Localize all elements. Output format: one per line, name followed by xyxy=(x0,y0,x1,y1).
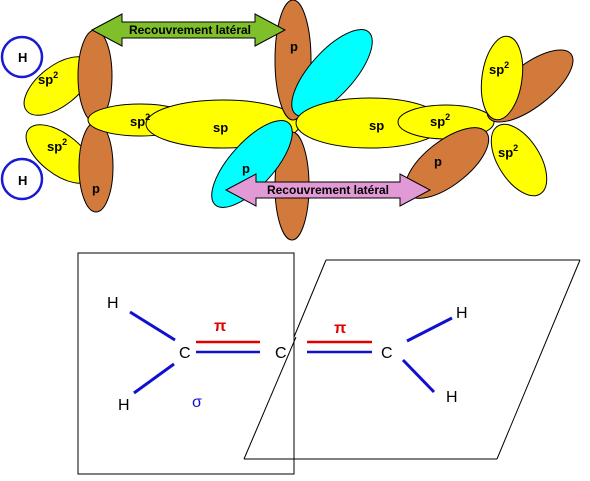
label-p-cyan: p xyxy=(242,161,250,176)
molecule-diagram: H H C C C H H π π σ xyxy=(77,252,581,475)
label-hydrogen-bottom: H xyxy=(18,173,27,188)
atom-c-center: C xyxy=(275,345,287,362)
plane-right-right-edge xyxy=(496,259,581,460)
orbital-diagram xyxy=(0,0,574,241)
plane-left xyxy=(77,252,295,475)
label-pi-left: π xyxy=(214,318,226,335)
atom-c-left: C xyxy=(179,345,191,362)
label-overlap-top: Recouvrement latéral xyxy=(129,23,251,37)
label-sp2-right-top: sp2 xyxy=(489,60,509,77)
label-sp-center-right: sp xyxy=(369,118,384,133)
atom-h-bottom-right: H xyxy=(446,389,458,406)
p-lobe-left-bottom xyxy=(78,121,114,213)
label-p-left-bottom: p xyxy=(92,181,100,196)
label-sp2-left-bottom: sp2 xyxy=(47,137,67,154)
label-sp-center-left: sp xyxy=(213,120,228,135)
sigma-bond-right-bottom xyxy=(401,358,436,394)
atom-c-right: C xyxy=(381,345,393,362)
label-sp2-right-center: sp2 xyxy=(430,112,450,129)
sigma-bond-left-top xyxy=(129,310,176,342)
label-overlap-bottom: Recouvrement latéral xyxy=(267,183,389,197)
sigma-bond-right-top xyxy=(406,316,453,343)
atom-h-top-right: H xyxy=(456,305,468,322)
orbital-labels: sp2 sp2 sp2 sp sp sp2 sp2 sp2 p p p p H … xyxy=(18,23,518,197)
label-sp2-left-center: sp2 xyxy=(130,112,150,129)
label-sp2-left-top: sp2 xyxy=(38,70,58,87)
sp2-lobe-right-bottom xyxy=(490,123,548,197)
sp2-lobe-right-top xyxy=(480,35,524,121)
plane-right-left-edge-visible xyxy=(243,336,297,460)
label-sigma: σ xyxy=(192,394,202,411)
label-pi-right: π xyxy=(334,320,346,337)
atom-h-bottom-left: H xyxy=(118,397,130,414)
label-p-right: p xyxy=(434,154,442,169)
p-lobe-cyan-top xyxy=(291,29,373,117)
overlap-arrow-bottom xyxy=(224,173,432,207)
sigma-bond-left-bottom xyxy=(133,362,175,395)
label-hydrogen-top: H xyxy=(18,50,27,65)
label-p-top: p xyxy=(290,39,298,54)
atom-h-top-left: H xyxy=(107,295,119,312)
label-sp2-right-bottom: sp2 xyxy=(498,143,518,160)
plane-right-left-edge-top xyxy=(293,259,327,338)
hydrogen-top-circle xyxy=(0,35,44,79)
overlap-arrow-top xyxy=(90,13,287,47)
p-lobe-cyan-bottom xyxy=(211,120,293,208)
hydrogen-bottom-circle xyxy=(0,157,44,201)
